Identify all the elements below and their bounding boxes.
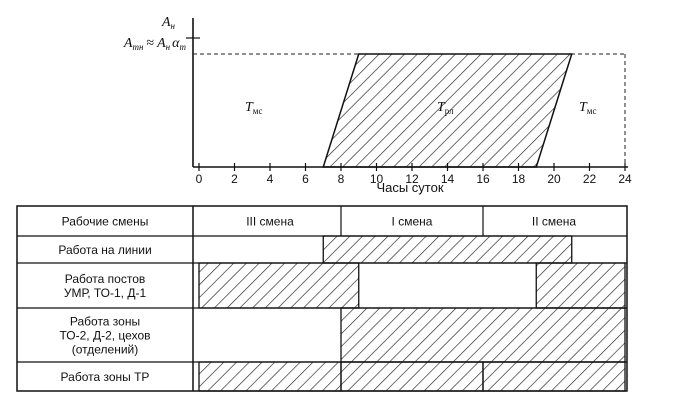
x-axis-label: Часы суток: [376, 180, 443, 195]
table-row-label: УМР, ТО-1, Д-1: [64, 286, 147, 300]
x-tick-label: 22: [583, 172, 597, 186]
x-tick-label: 6: [302, 172, 309, 186]
work-period-bar: [482, 361, 626, 392]
x-tick-label: 8: [338, 172, 345, 186]
x-tick-label: 0: [196, 172, 203, 186]
work-period-bar: [198, 262, 360, 309]
region-label-right: Tмс: [579, 100, 597, 116]
x-tick-label: 18: [512, 172, 526, 186]
region-label-center: Tрл: [437, 100, 454, 116]
table-row-label: Работа зоны: [70, 315, 140, 329]
region-label-left: Tмс: [245, 100, 263, 116]
schedule-table: Рабочие смены III смена I смена II сменаРаб…: [16, 205, 628, 392]
shift-label: I смена: [392, 215, 433, 229]
table-row-label: ТО-2, Д-2, цехов: [60, 329, 151, 343]
table-row-label: Работа на линии: [58, 243, 151, 257]
table-row-label: Работа зоны ТР: [61, 370, 150, 384]
shift-label: II смена: [532, 215, 577, 229]
x-tick-label: 2: [231, 172, 238, 186]
x-tick-label: 16: [476, 172, 490, 186]
x-tick-label: 24: [618, 172, 632, 186]
table-row-label: Рабочие смены: [62, 215, 149, 229]
x-tick-label: 14: [441, 172, 455, 186]
table-row-label: Работа постов: [65, 272, 146, 286]
line-operation-area: [322, 53, 573, 168]
work-period-bar: [340, 307, 626, 363]
work-period-bar: [322, 235, 573, 264]
table-row-label: (отделений): [72, 343, 139, 357]
y-axis-label-top: Aн: [161, 15, 176, 31]
work-period-bar: [340, 361, 484, 392]
work-period-bar: [198, 361, 342, 392]
x-tick-label: 10: [370, 172, 384, 186]
x-tick-label: 4: [267, 172, 274, 186]
x-tick-label: 20: [547, 172, 561, 186]
work-period-bar: [535, 262, 626, 309]
x-tick-label: 12: [405, 172, 419, 186]
shift-label: III смена: [246, 215, 294, 229]
